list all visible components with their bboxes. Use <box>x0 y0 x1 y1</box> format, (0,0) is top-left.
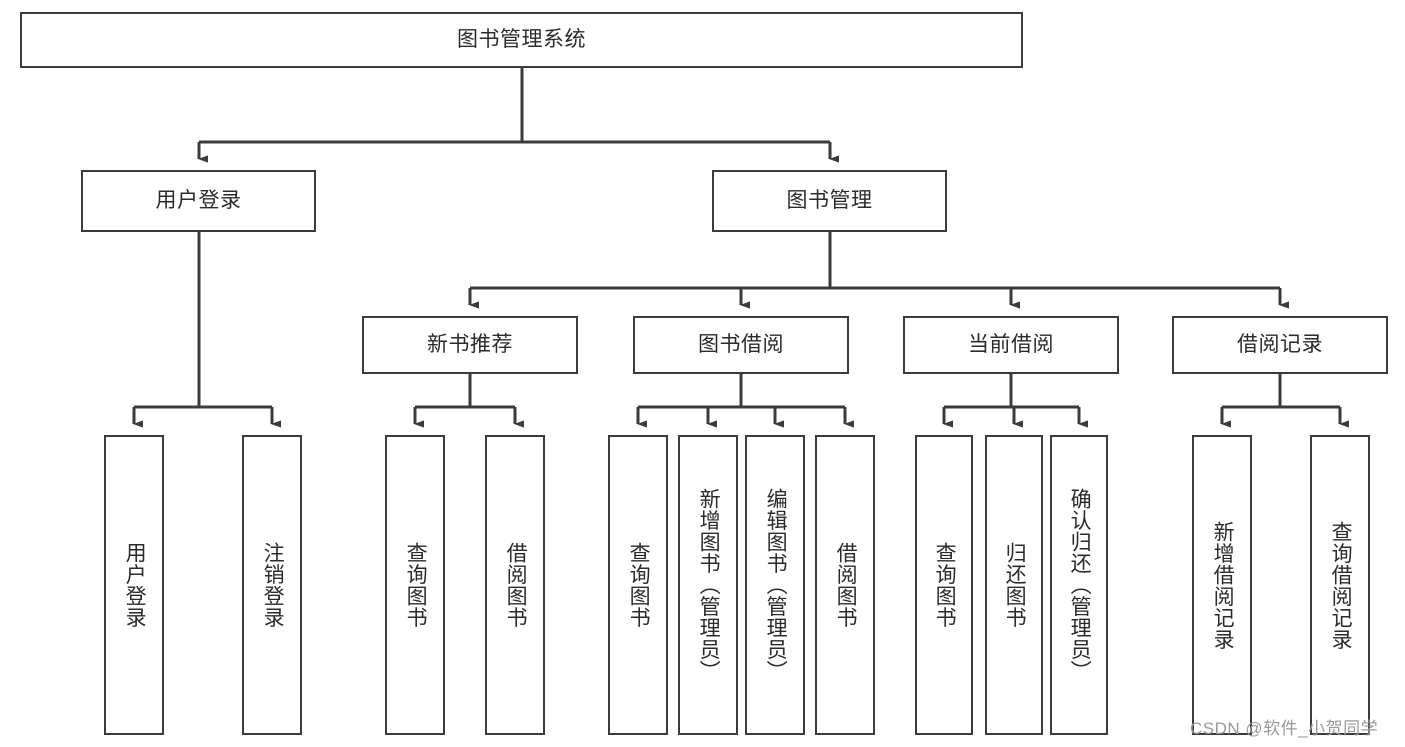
node-label: 当前借阅 <box>968 333 1054 357</box>
node-leaf-bb-query[interactable]: 查询图书 <box>608 435 668 735</box>
node-book-borrow[interactable]: 图书借阅 <box>633 316 849 374</box>
node-label: 查询图书 <box>933 542 957 628</box>
node-label: 用户登录 <box>155 189 242 213</box>
node-label: 新增图书（管理员） <box>697 488 721 682</box>
node-label: 图书管理 <box>786 189 873 213</box>
node-label: 查询图书 <box>627 542 651 628</box>
node-current-borrow[interactable]: 当前借阅 <box>903 316 1119 374</box>
node-leaf-cb-query[interactable]: 查询图书 <box>915 435 973 735</box>
node-leaf-rec-borrow[interactable]: 借阅图书 <box>485 435 545 735</box>
node-label: 图书借阅 <box>698 333 784 357</box>
node-label: 查询借阅记录 <box>1329 520 1353 650</box>
node-leaf-user-logout[interactable]: 注销登录 <box>242 435 302 735</box>
node-label: 用户登录 <box>123 542 147 628</box>
node-label: 归还图书 <box>1003 542 1027 628</box>
node-label: 借阅记录 <box>1237 333 1323 357</box>
node-leaf-bb-add[interactable]: 新增图书（管理员） <box>678 435 738 735</box>
node-label: 借阅图书 <box>834 542 858 628</box>
node-leaf-cb-return[interactable]: 归还图书 <box>985 435 1043 735</box>
node-leaf-br-add[interactable]: 新增借阅记录 <box>1192 435 1252 735</box>
node-leaf-br-query[interactable]: 查询借阅记录 <box>1310 435 1370 735</box>
node-label: 新增借阅记录 <box>1211 520 1235 650</box>
node-leaf-user-login[interactable]: 用户登录 <box>104 435 164 735</box>
node-label: 编辑图书（管理员） <box>764 488 788 682</box>
node-leaf-bb-edit[interactable]: 编辑图书（管理员） <box>745 435 805 735</box>
node-book-manage[interactable]: 图书管理 <box>712 170 947 232</box>
node-new-book-rec[interactable]: 新书推荐 <box>362 316 578 374</box>
node-borrow-record[interactable]: 借阅记录 <box>1172 316 1388 374</box>
node-label: 新书推荐 <box>427 333 513 357</box>
node-user-login[interactable]: 用户登录 <box>81 170 316 232</box>
node-label: 图书管理系统 <box>457 28 586 52</box>
node-root[interactable]: 图书管理系统 <box>20 12 1023 68</box>
node-label: 借阅图书 <box>504 542 528 628</box>
node-leaf-rec-query[interactable]: 查询图书 <box>385 435 445 735</box>
node-label: 查询图书 <box>404 542 428 628</box>
node-label: 注销登录 <box>261 542 285 628</box>
node-leaf-bb-borrow[interactable]: 借阅图书 <box>815 435 875 735</box>
node-label: 确认归还（管理员） <box>1068 488 1092 682</box>
watermark-text: CSDN @软件_小贺同学 <box>1190 719 1379 738</box>
node-leaf-cb-confirm[interactable]: 确认归还（管理员） <box>1050 435 1108 735</box>
